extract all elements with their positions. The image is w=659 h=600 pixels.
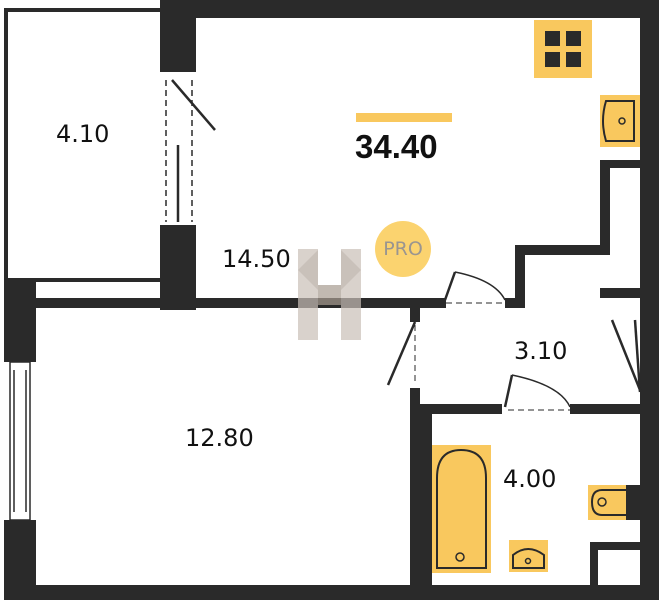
kitchen-sink-icon	[600, 95, 640, 147]
windows	[9, 79, 216, 521]
bathtub-icon	[432, 445, 491, 573]
logo-watermark	[298, 249, 361, 340]
walls	[4, 0, 659, 600]
room-area-bedroom: 12.80	[185, 424, 254, 452]
room-area-hallway: 3.10	[514, 337, 568, 365]
pro-badge: PRO	[375, 221, 431, 277]
stove-icon	[534, 20, 592, 78]
room-area-balcony: 4.10	[56, 120, 110, 148]
washbasin-icon	[509, 540, 548, 572]
doors	[386, 271, 642, 411]
toilet-icon	[588, 485, 626, 520]
total-area: 34.40	[355, 128, 438, 165]
total-area-bar	[356, 113, 452, 122]
room-area-living: 14.50	[222, 245, 291, 273]
room-area-bathroom: 4.00	[503, 465, 557, 493]
